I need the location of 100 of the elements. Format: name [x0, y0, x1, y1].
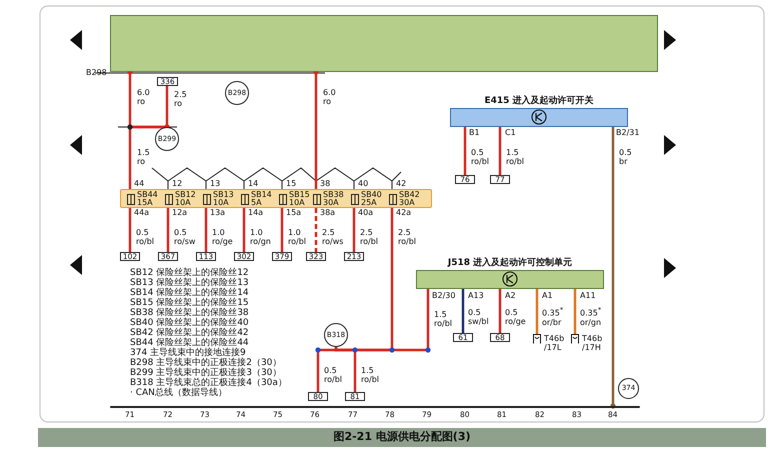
fuse-rating: 15A [137, 199, 153, 207]
wire-label: 2.5 ro/ws [321, 228, 344, 246]
wire [280, 208, 284, 252]
wire [204, 208, 208, 252]
fuse-rating: 30A [323, 199, 339, 207]
legend-note: SB14 保险丝架上的保险丝14 [130, 288, 249, 298]
pin-label: B2/31 [616, 128, 640, 138]
fuse-name: SB42 [399, 191, 420, 199]
pin-label: B2/30 [432, 291, 456, 301]
wire [316, 347, 338, 392]
fuse-rating: 10A [175, 199, 191, 207]
connector-label: T46b /17H [582, 334, 604, 352]
pin-number: 14 [248, 180, 258, 188]
wire-name: B298 [86, 68, 107, 78]
pin-label: C1 [505, 128, 516, 138]
wire [128, 124, 170, 189]
wire [610, 127, 616, 409]
pin-number: 40a [358, 209, 374, 217]
wire-label: 0.5 ro/bl [470, 148, 490, 166]
wire-label: 2.5 ro/bl [397, 228, 418, 246]
wire-label: 1.0 ro/ge [211, 228, 234, 246]
wire-label: 2.5 ro [173, 90, 188, 108]
legend-note: · CAN总线（数据导线） [130, 388, 227, 398]
pin-label: A1 [542, 291, 553, 301]
wire [498, 127, 502, 175]
wire-label: 0.5 ro/ge [504, 308, 527, 326]
pin-number: 38a [320, 209, 336, 217]
fuse-name: SB38 [323, 191, 344, 199]
caption: 图2-21 电源供电分配图(3) [332, 430, 472, 444]
component-title: E415 进入及起动许可开关 [483, 96, 595, 107]
wire [166, 208, 170, 252]
wire-label: 0.35$^{*}$ or/gn [579, 306, 602, 327]
wire [352, 208, 356, 252]
fuse-rating: 30A [399, 199, 415, 207]
pin-number: 44 [134, 180, 144, 188]
fuse-name: SB12 [175, 191, 196, 199]
wire-label: 2.5 ro/bl [359, 228, 380, 246]
fuse-name: SB13 [213, 191, 234, 199]
wire-label: 1.5 ro [136, 148, 151, 166]
connector-label: T46b /17L [544, 334, 566, 352]
wire-label: 0.5 br [618, 148, 633, 166]
legend-note: SB40 保险丝架上的保险丝40 [130, 318, 249, 328]
wire [128, 208, 132, 252]
wire-label: 1.5 ro/bl [505, 148, 526, 166]
pin-number: 44a [134, 209, 150, 217]
legend-note: SB42 保险丝架上的保险丝42 [130, 328, 249, 338]
fuse-name: SB40 [361, 191, 382, 199]
legend-note: B299 主导线束中的正极连接3（30） [130, 368, 282, 378]
wire-label: 6.0 ro [322, 88, 337, 106]
wire-label: 0.5 sw/bl [467, 308, 490, 326]
wire-label: 0.35$^{*}$ or/br [541, 306, 564, 327]
pin-number: 42 [396, 180, 406, 188]
legend-note: SB15 保险丝架上的保险丝15 [130, 298, 249, 308]
pin-label: A13 [468, 291, 484, 301]
wire [334, 289, 430, 352]
fuse-rating: 25A [361, 199, 377, 207]
pin-number: 12 [172, 180, 182, 188]
legend-note: B318 主导线束总的正极连接4（30a） [130, 378, 287, 388]
fuse-rating: 10A [289, 199, 305, 207]
wire [574, 289, 576, 334]
pin-number: 13a [210, 209, 226, 217]
wire [313, 69, 319, 189]
wire [464, 127, 466, 175]
pin-label: B1 [469, 128, 480, 138]
fuse-holder-bar [120, 189, 432, 208]
pin-number: 38 [320, 180, 330, 188]
fuse-rating: 10A [213, 199, 229, 207]
legend-note: SB13 保险丝架上的保险丝13 [130, 278, 249, 288]
pin-number: 15a [286, 209, 302, 217]
fuse-rating: 5A [251, 199, 262, 207]
wire [462, 289, 464, 333]
wire [242, 208, 246, 252]
wire-label: 0.5 ro/sw [173, 228, 196, 246]
wire [536, 289, 538, 334]
component-title: J518 进入及起动许可控制单元 [446, 258, 574, 269]
legend-note: SB38 保险丝架上的保险丝38 [130, 308, 249, 318]
wire-label: 0.5 ro/bl [135, 228, 156, 246]
legend-note: 374 主导线束中的接地连接9 [130, 348, 246, 358]
wire-label: 1.5 ro/bl [433, 310, 454, 328]
pin-number: 15 [286, 180, 296, 188]
wire-label: 0.5 ro/bl [323, 366, 344, 384]
pin-number: 40 [358, 180, 368, 188]
legend-note: SB12 保险丝架上的保险丝12 [130, 268, 249, 278]
wire-label: 1.0 ro/gn [249, 228, 272, 246]
pin-number: 12a [172, 209, 188, 217]
legend-note: SB44 保险丝架上的保险丝44 [130, 338, 249, 348]
fuse-name: SB44 [137, 191, 158, 199]
wire-label: 6.0 ro [136, 88, 151, 106]
wire-label: 1.5 ro/bl [360, 366, 380, 384]
legend-note: B298 主导线束中的正极连接2（30） [130, 358, 282, 368]
pin-label: A2 [505, 291, 516, 301]
control-module-box [110, 15, 658, 72]
fuse-name: SB15 [289, 191, 310, 199]
wire [498, 289, 502, 333]
fuse-name: SB14 [251, 191, 272, 199]
wire-label: 1.0 ro/bl [287, 228, 308, 246]
ground-bus-line [110, 406, 640, 408]
pin-number: 13 [210, 180, 220, 188]
pin-number: 14a [248, 209, 264, 217]
pin-label: A11 [580, 291, 596, 301]
